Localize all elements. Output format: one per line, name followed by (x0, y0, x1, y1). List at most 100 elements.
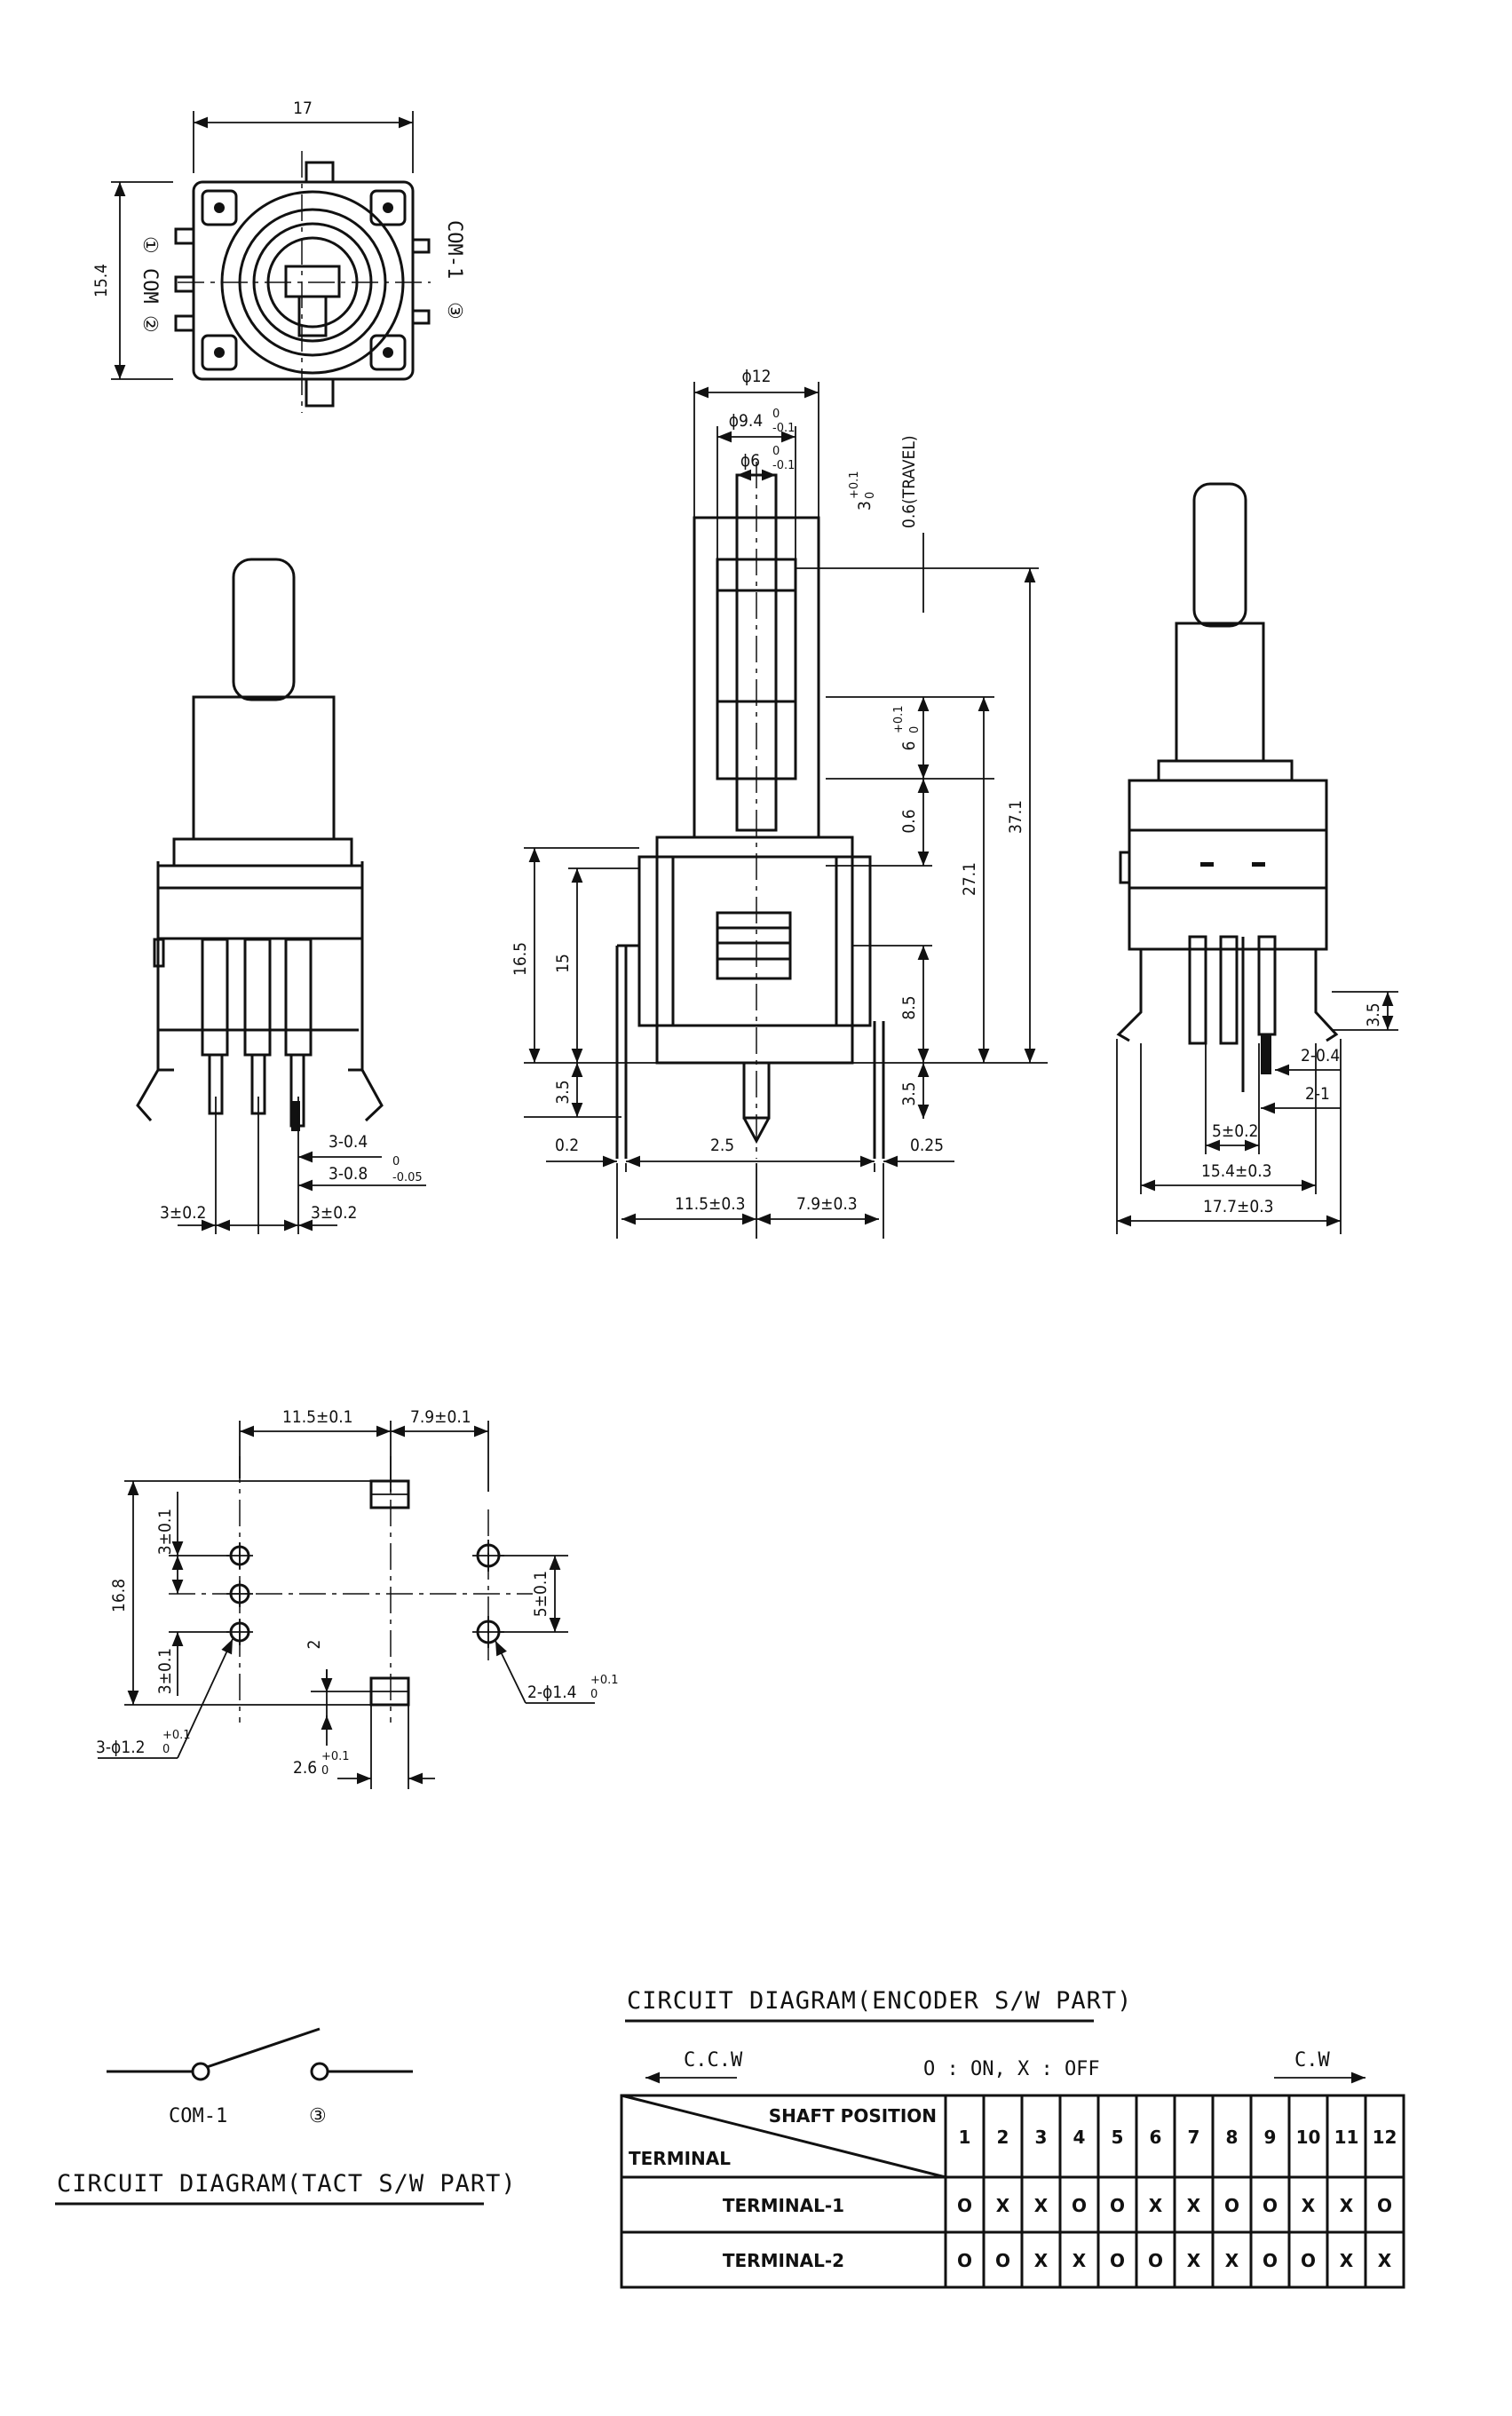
pin-thick-dim: 3-0.8 (329, 1164, 368, 1184)
fp-hole2-tol-up: +0.1 (590, 1674, 619, 1687)
table-cell: O (995, 2250, 1010, 2271)
on-off-legend: O : ON, X : OFF (923, 2058, 1100, 2080)
pcb-footprint: 11.5±0.1 7.9±0.1 16.8 3±0.1 3±0.1 (96, 1407, 619, 1789)
top-width-dim: 17 (293, 99, 313, 118)
height-371-dim: 37.1 (1006, 800, 1025, 834)
fp-p5-dim: 5±0.1 (531, 1571, 550, 1617)
table-cell: O (1224, 2195, 1239, 2216)
height-6-tol-up: +0.1 (892, 705, 906, 733)
position-header-4: 4 (1073, 2127, 1086, 2148)
position-header-5: 5 (1112, 2127, 1124, 2148)
tact-com-label: COM-1 (169, 2105, 227, 2127)
table-cell: O (957, 2250, 972, 2271)
fp-w115-dim: 11.5±0.1 (282, 1407, 353, 1427)
pin-3-label: ③ (443, 302, 465, 320)
position-header-12: 12 (1373, 2127, 1397, 2148)
table-cell: O (1148, 2250, 1163, 2271)
fp-hole2-tol-dn: 0 (590, 1688, 598, 1701)
top-view: 17 15.4 ① COM ② COM-1 ③ (91, 99, 465, 413)
pitch-right-dim: 3±0.2 (311, 1203, 357, 1223)
table-cell: X (1302, 2195, 1316, 2216)
com-1-label: COM-1 (443, 220, 465, 279)
cw-label: C.W (1294, 2049, 1330, 2071)
table-header-diagonal (621, 2094, 946, 2179)
side-h35-dim: 3.5 (1364, 1002, 1383, 1026)
header-terminal: TERMINAL (629, 2148, 731, 2169)
fp-w79-dim: 7.9±0.1 (410, 1407, 471, 1427)
fp-slot-tol-dn: 0 (321, 1764, 329, 1778)
encoder-caption: CIRCUIT DIAGRAM(ENCODER S/W PART) (627, 1987, 1132, 2015)
side-w154-dim: 15.4±0.3 (1201, 1161, 1272, 1181)
table-cell: X (1073, 2250, 1087, 2271)
table-cell: X (1340, 2195, 1354, 2216)
table-cell: X (1340, 2250, 1354, 2271)
dia-12-dim: ϕ12 (741, 367, 771, 386)
width-25-dim: 2.5 (710, 1136, 734, 1155)
height-271-dim: 27.1 (960, 862, 979, 896)
header-shaft-position: SHAFT POSITION (769, 2105, 937, 2127)
pin-2-label: ② (139, 315, 161, 333)
table-cell: X (1034, 2250, 1049, 2271)
height-6-dim: 6 (899, 741, 919, 751)
travel-dim: 0.6(TRAVEL) (899, 435, 919, 528)
position-header-9: 9 (1264, 2127, 1277, 2148)
table-cell: X (1378, 2250, 1392, 2271)
table-cell: X (996, 2195, 1010, 2216)
height-6-tol-dn: 0 (908, 726, 922, 733)
fp-hole2-dim: 2-ϕ1.4 (527, 1683, 577, 1702)
position-header-8: 8 (1226, 2127, 1239, 2148)
pin-thick-tol-up: 0 (392, 1155, 400, 1168)
dia-94-tol-dn: -0.1 (772, 422, 795, 435)
table-cell: O (1263, 2195, 1278, 2216)
table-cell: O (1110, 2250, 1125, 2271)
height-165-dim: 16.5 (511, 942, 530, 976)
table-cell: O (1377, 2195, 1392, 2216)
height-35-left-dim: 3.5 (553, 1080, 573, 1104)
side-view: 3.5 2-0.4 2-1 5±0.2 15.4±0.3 17.7±0.3 (1116, 482, 1398, 1234)
tact-circuit-diagram: COM-1 ③ CIRCUIT DIAGRAM(TACT S/W PART) (55, 2027, 516, 2206)
side-w177-dim: 17.7±0.3 (1203, 1197, 1274, 1216)
com-label: COM (139, 268, 161, 304)
ccw-label: C.C.W (684, 2049, 743, 2071)
table-cell: O (1301, 2250, 1316, 2271)
table-cell: O (1110, 2195, 1125, 2216)
table-cell: O (1263, 2250, 1278, 2271)
dia-94-tol-up: 0 (772, 408, 780, 421)
dia-6-tol-up: 0 (772, 445, 780, 458)
position-header-6: 6 (1150, 2127, 1162, 2148)
pin-width-dim: 3-0.4 (329, 1132, 368, 1152)
position-header-3: 3 (1035, 2127, 1048, 2148)
height-85-dim: 8.5 (899, 995, 919, 1019)
tact-pin-label: ③ (309, 2105, 327, 2127)
pin-1-label: ① (139, 236, 161, 254)
fp-slot-dim: 2.6 (293, 1758, 317, 1778)
position-header-7: 7 (1188, 2127, 1200, 2148)
side-w5-dim: 5±0.2 (1212, 1121, 1258, 1141)
row-label: TERMINAL-1 (723, 2195, 844, 2216)
height-35-right-dim: 3.5 (899, 1081, 919, 1105)
front-view: ϕ12 ϕ9.4 0 -0.1 ϕ6 0 -0.1 3 +0.1 0 0.6(T… (511, 367, 1048, 1239)
fp-slot-tol-up: +0.1 (321, 1750, 350, 1763)
flat-tol-dn: 0 (864, 492, 877, 499)
pin-thick-tol-dn: -0.05 (392, 1171, 423, 1184)
width-79-dim: 7.9±0.3 (796, 1194, 858, 1214)
fp-h168-dim: 16.8 (109, 1579, 129, 1612)
dia-94-dim: ϕ9.4 (729, 411, 763, 431)
dia-6-tol-dn: -0.1 (772, 459, 795, 472)
pitch-left-dim: 3±0.2 (160, 1203, 206, 1223)
flat-dim: 3 (855, 501, 875, 511)
table-cell: X (1187, 2195, 1201, 2216)
fp-off2-dim: 2 (305, 1640, 324, 1650)
side-t04-dim: 2-0.4 (1301, 1046, 1340, 1065)
side-t1-dim: 2-1 (1305, 1084, 1330, 1104)
fp-hole3-tol-up: +0.1 (162, 1729, 191, 1742)
table-cell: O (957, 2195, 972, 2216)
table-cell: X (1187, 2250, 1201, 2271)
height-15-dim: 15 (553, 954, 573, 973)
position-header-10: 10 (1296, 2127, 1321, 2148)
height-06-dim: 0.6 (899, 809, 919, 833)
top-height-dim: 15.4 (91, 264, 111, 297)
position-header-2: 2 (997, 2127, 1009, 2148)
